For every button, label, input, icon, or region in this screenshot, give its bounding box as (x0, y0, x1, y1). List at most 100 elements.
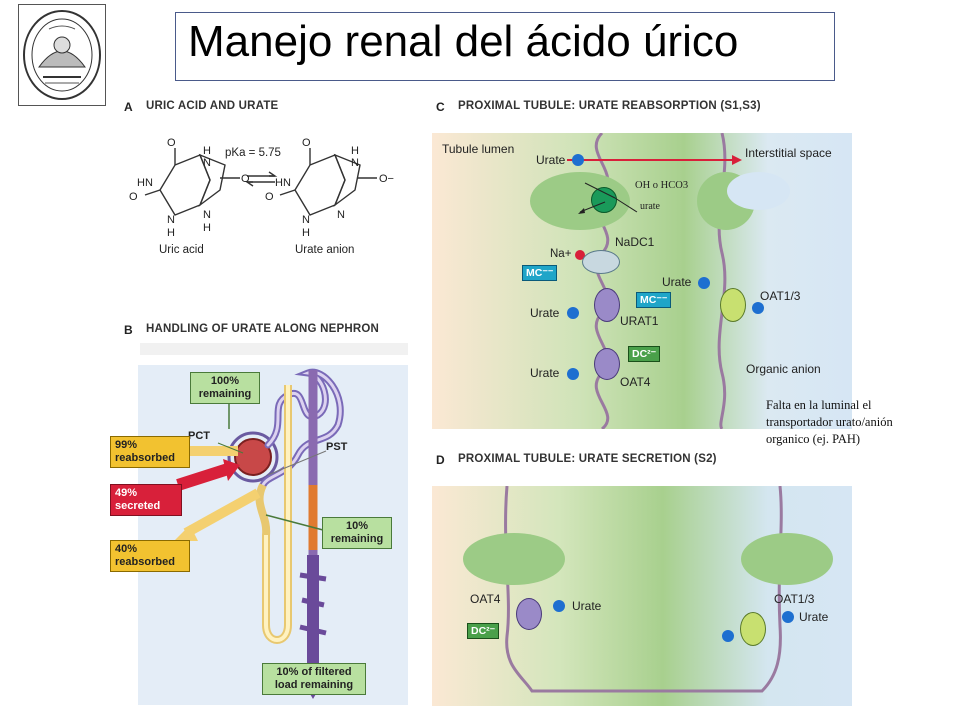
interstitial-space-label: Interstitial space (745, 146, 832, 160)
remaining-10-box: 10%remaining (322, 517, 392, 549)
atom-o-minus: O− (379, 173, 394, 185)
reabsorbed-40-text: reabsorbed (115, 556, 175, 568)
urate-anion-label: Urate anion (295, 244, 354, 256)
panel-b-header-band (140, 343, 408, 355)
sodium-icon (575, 250, 585, 260)
remaining-100-text: remaining (198, 388, 252, 400)
remaining-100-box: 100%remaining (190, 372, 260, 404)
nadc1-transporter-icon (582, 250, 620, 274)
secreted-49-box: 49%secreted (110, 484, 182, 516)
atom-hn-1: HN (137, 177, 153, 189)
atom-o-1: O (167, 137, 176, 149)
oat13-label: OAT1/3 (760, 289, 801, 303)
luminal-note: Falta en la luminal el transportador ura… (766, 397, 893, 448)
urate-small-label: urate (640, 201, 660, 212)
oat13-transporter-icon-d (740, 612, 766, 646)
atom-h-4: H (351, 145, 359, 157)
page-title: Manejo renal del ácido úrico (188, 17, 739, 66)
atom-n-3: N (203, 209, 211, 221)
atom-h-5: H (302, 227, 310, 239)
panel-c-title: PROXIMAL TUBULE: URATE REABSORPTION (S1,… (458, 100, 761, 112)
oat4-transporter-icon (594, 348, 620, 380)
oh-hco3-label: OH o HCO3 (635, 180, 689, 191)
urate-anion-icon (572, 154, 584, 166)
anion-icon-d3 (722, 630, 734, 642)
remaining-100-value: 100% (210, 375, 240, 387)
reabsorbed-40-box: 40%reabsorbed (110, 540, 190, 572)
cell-oval-d-right (741, 533, 833, 585)
atom-n-6: N (337, 209, 345, 221)
cell-oval-d-left (463, 533, 565, 585)
atom-o-3: O (129, 191, 138, 203)
urate-label-d-left: Urate (572, 599, 602, 613)
atom-n-4: N (351, 157, 359, 169)
atom-n-2: N (167, 214, 175, 226)
atom-o-4: O (302, 137, 311, 149)
remaining-10-value: 10% (345, 520, 369, 532)
reabsorbed-99-text: reabsorbed (115, 452, 175, 464)
nephron-diagram (138, 365, 408, 705)
title-box: Manejo renal del ácido úrico (175, 12, 835, 81)
reabsorbed-99-box: 99%reabsorbed (110, 436, 190, 468)
panel-c-letter: C (436, 100, 445, 114)
pst-label: PST (326, 441, 348, 453)
atom-h-1: H (203, 145, 211, 157)
oat4-transporter-icon-d (516, 598, 542, 630)
cell-oval-right-blue (727, 172, 790, 210)
panel-b-title: HANDLING OF URATE ALONG NEPHRON (146, 323, 379, 335)
note-line-2: transportador urato/anión (766, 415, 893, 429)
oat13-label-d: OAT1/3 (774, 592, 815, 606)
panel-a-title: URIC ACID AND URATE (146, 100, 279, 112)
atom-hn-2: HN (275, 177, 291, 189)
reabsorbed-99-value: 99% (115, 439, 138, 451)
oat13-transporter-icon (720, 288, 746, 322)
atom-h-3: H (203, 222, 211, 234)
organic-anion-label: Organic anion (746, 362, 821, 376)
urate-anion-icon-2 (698, 277, 710, 289)
secreted-49-text: secreted (115, 500, 161, 512)
filtered-load-value: 10% of filtered (276, 666, 352, 678)
mc-label-left: MC⁻⁻ (522, 265, 558, 281)
anion-icon-oat (752, 302, 764, 314)
pka-label: pKa = 5.75 (225, 147, 281, 159)
na-label: Na+ (550, 248, 572, 260)
urat1-transporter-icon (594, 288, 620, 322)
oat4-label-d: OAT4 (470, 592, 501, 606)
dc-label-d: DC²⁻ (467, 623, 500, 639)
note-line-3: organico (ej. PAH) (766, 432, 861, 446)
nadc1-label: NaDC1 (615, 235, 655, 249)
urate-anion-icon-d2 (782, 611, 794, 623)
urate-urat1-label: Urate (530, 306, 560, 320)
urate-lumen-label: Urate (536, 153, 566, 167)
note-line-1: Falta en la luminal el (766, 398, 872, 412)
remaining-10-text: remaining (330, 533, 384, 545)
urat1-label: URAT1 (620, 314, 659, 328)
uric-acid-structures: O H N HN O O N H N H pKa = 5.75 O H N HN… (129, 137, 394, 256)
urate-anion-icon-4 (567, 368, 579, 380)
panel-d-letter: D (436, 453, 445, 467)
panel-b-letter: B (124, 323, 133, 337)
university-seal-logo (18, 4, 106, 106)
panel-a-letter: A (124, 100, 133, 114)
urate-label-d-right: Urate (799, 610, 829, 624)
mc-label-right: MC⁻⁻ (636, 292, 672, 308)
atom-o-5: O (265, 191, 274, 203)
oat4-label-c: OAT4 (620, 375, 651, 389)
atom-n-1: N (203, 157, 211, 169)
dc-label-c: DC²⁻ (628, 346, 661, 362)
tubule-lumen-label: Tubule lumen (442, 142, 515, 156)
urate-anion-icon-d1 (553, 600, 565, 612)
atom-o-2: O (241, 173, 250, 185)
exchanger-icon (591, 187, 617, 213)
filtered-load-text: load remaining (274, 679, 354, 691)
pct-label: PCT (188, 430, 210, 442)
secreted-49-value: 49% (115, 487, 138, 499)
exchanger-arrows (578, 182, 638, 214)
urate-oat4-label: Urate (530, 366, 560, 380)
reabsorbed-40-value: 40% (115, 543, 138, 555)
urate-anion-icon-3 (567, 307, 579, 319)
atom-h-2: H (167, 227, 175, 239)
urate-oat-label: Urate (662, 275, 692, 289)
atom-n-5: N (302, 214, 310, 226)
